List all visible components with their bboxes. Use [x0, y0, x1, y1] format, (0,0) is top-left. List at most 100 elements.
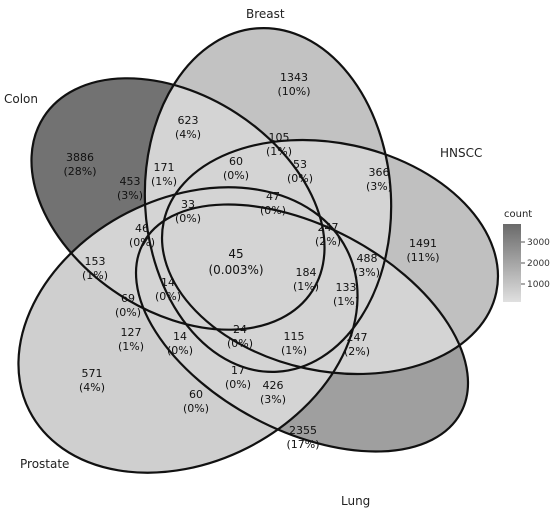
- legend-tick-1000: 1000: [527, 280, 550, 290]
- svg-text:1343: 1343: [280, 71, 308, 84]
- svg-text:60: 60: [229, 155, 243, 168]
- svg-text:(0%): (0%): [115, 306, 141, 319]
- svg-text:(1%): (1%): [281, 344, 307, 357]
- legend-title: count: [504, 209, 532, 220]
- region-lung-only: 2355 (17%): [286, 424, 319, 451]
- set-label-hnscc: HNSCC: [440, 146, 482, 160]
- svg-text:(1%): (1%): [333, 295, 359, 308]
- svg-text:(0%): (0%): [129, 236, 155, 249]
- region-488: 488 (3%): [354, 252, 380, 279]
- svg-text:2355: 2355: [289, 424, 317, 437]
- region-breast-hnscc: 366 (3%): [366, 166, 392, 193]
- svg-text:14: 14: [173, 330, 187, 343]
- svg-text:53: 53: [293, 158, 307, 171]
- region-prostate-only: 571 (4%): [79, 367, 105, 394]
- region-69: 69 (0%): [115, 292, 141, 319]
- set-label-colon: Colon: [4, 92, 38, 106]
- svg-text:14: 14: [161, 276, 175, 289]
- svg-text:(0%): (0%): [225, 378, 251, 391]
- svg-text:426: 426: [263, 379, 284, 392]
- svg-text:(1%): (1%): [118, 340, 144, 353]
- svg-text:47: 47: [266, 190, 280, 203]
- svg-text:3886: 3886: [66, 151, 94, 164]
- set-label-prostate: Prostate: [20, 457, 69, 471]
- svg-text:(3%): (3%): [366, 180, 392, 193]
- legend-tick-2000: 2000: [527, 259, 550, 269]
- svg-text:46: 46: [135, 222, 149, 235]
- svg-text:(11%): (11%): [406, 251, 439, 264]
- svg-text:171: 171: [154, 161, 175, 174]
- region-105: 105 (1%): [266, 131, 292, 158]
- svg-text:24: 24: [233, 323, 247, 336]
- svg-text:(0%): (0%): [175, 212, 201, 225]
- svg-text:(0%): (0%): [260, 204, 286, 217]
- set-label-breast: Breast: [246, 7, 285, 21]
- region-171: 171 (1%): [151, 161, 177, 188]
- region-colon-only: 3886 (28%): [63, 151, 96, 178]
- svg-text:366: 366: [369, 166, 390, 179]
- region-453: 453 (3%): [117, 175, 143, 202]
- svg-text:153: 153: [85, 255, 106, 268]
- svg-text:133: 133: [336, 281, 357, 294]
- set-labels: Breast HNSCC Lung Prostate Colon: [4, 7, 482, 508]
- region-247-inner: 247 (2%): [315, 221, 341, 248]
- svg-text:(0%): (0%): [223, 169, 249, 182]
- svg-text:(0%): (0%): [227, 337, 253, 350]
- region-14-left: 14 (0%): [155, 276, 181, 303]
- region-all-five: 45 (0.003%): [208, 247, 263, 277]
- region-115: 115 (1%): [281, 330, 307, 357]
- region-colon-breast: 623 (4%): [175, 114, 201, 141]
- svg-text:(3%): (3%): [260, 393, 286, 406]
- svg-text:45: 45: [228, 247, 243, 261]
- svg-text:623: 623: [178, 114, 199, 127]
- region-53: 53 (0%): [287, 158, 313, 185]
- svg-text:(0.003%): (0.003%): [208, 263, 263, 277]
- svg-text:115: 115: [284, 330, 305, 343]
- set-label-lung: Lung: [341, 494, 370, 508]
- svg-text:(1%): (1%): [82, 269, 108, 282]
- region-46: 46 (0%): [129, 222, 155, 249]
- svg-text:488: 488: [357, 252, 378, 265]
- region-hnscc-lung: 247 (2%): [344, 331, 370, 358]
- svg-text:(28%): (28%): [63, 165, 96, 178]
- svg-text:453: 453: [120, 175, 141, 188]
- legend: count 3000 2000 1000: [503, 209, 550, 302]
- svg-text:(0%): (0%): [167, 344, 193, 357]
- region-17: 17 (0%): [225, 364, 251, 391]
- region-60-top: 60 (0%): [223, 155, 249, 182]
- svg-text:(1%): (1%): [266, 145, 292, 158]
- svg-text:571: 571: [82, 367, 103, 380]
- region-lung-prostate: 60 (0%): [183, 388, 209, 415]
- svg-text:(3%): (3%): [117, 189, 143, 202]
- svg-text:69: 69: [121, 292, 135, 305]
- svg-text:(0%): (0%): [155, 290, 181, 303]
- svg-text:(17%): (17%): [286, 438, 319, 451]
- svg-text:1491: 1491: [409, 237, 437, 250]
- legend-tick-3000: 3000: [527, 238, 550, 248]
- svg-text:(0%): (0%): [183, 402, 209, 415]
- svg-text:247: 247: [347, 331, 368, 344]
- svg-text:(2%): (2%): [315, 235, 341, 248]
- svg-text:(4%): (4%): [79, 381, 105, 394]
- svg-text:(3%): (3%): [354, 266, 380, 279]
- region-184: 184 (1%): [293, 266, 319, 293]
- svg-text:184: 184: [296, 266, 317, 279]
- region-426: 426 (3%): [260, 379, 286, 406]
- svg-text:60: 60: [189, 388, 203, 401]
- svg-text:247: 247: [318, 221, 339, 234]
- region-14-bottom: 14 (0%): [167, 330, 193, 357]
- region-labels: 1343 (10%) 1491 (11%) 2355 (17%) 571 (4%…: [63, 71, 439, 451]
- svg-text:33: 33: [181, 198, 195, 211]
- svg-text:105: 105: [269, 131, 290, 144]
- svg-text:(1%): (1%): [151, 175, 177, 188]
- svg-text:(1%): (1%): [293, 280, 319, 293]
- svg-text:127: 127: [121, 326, 142, 339]
- region-prostate-colon: 153 (1%): [82, 255, 108, 282]
- region-133: 133 (1%): [333, 281, 359, 308]
- legend-colorbar: [503, 224, 521, 302]
- svg-text:(4%): (4%): [175, 128, 201, 141]
- region-127: 127 (1%): [118, 326, 144, 353]
- svg-text:(0%): (0%): [287, 172, 313, 185]
- region-hnscc-only: 1491 (11%): [406, 237, 439, 264]
